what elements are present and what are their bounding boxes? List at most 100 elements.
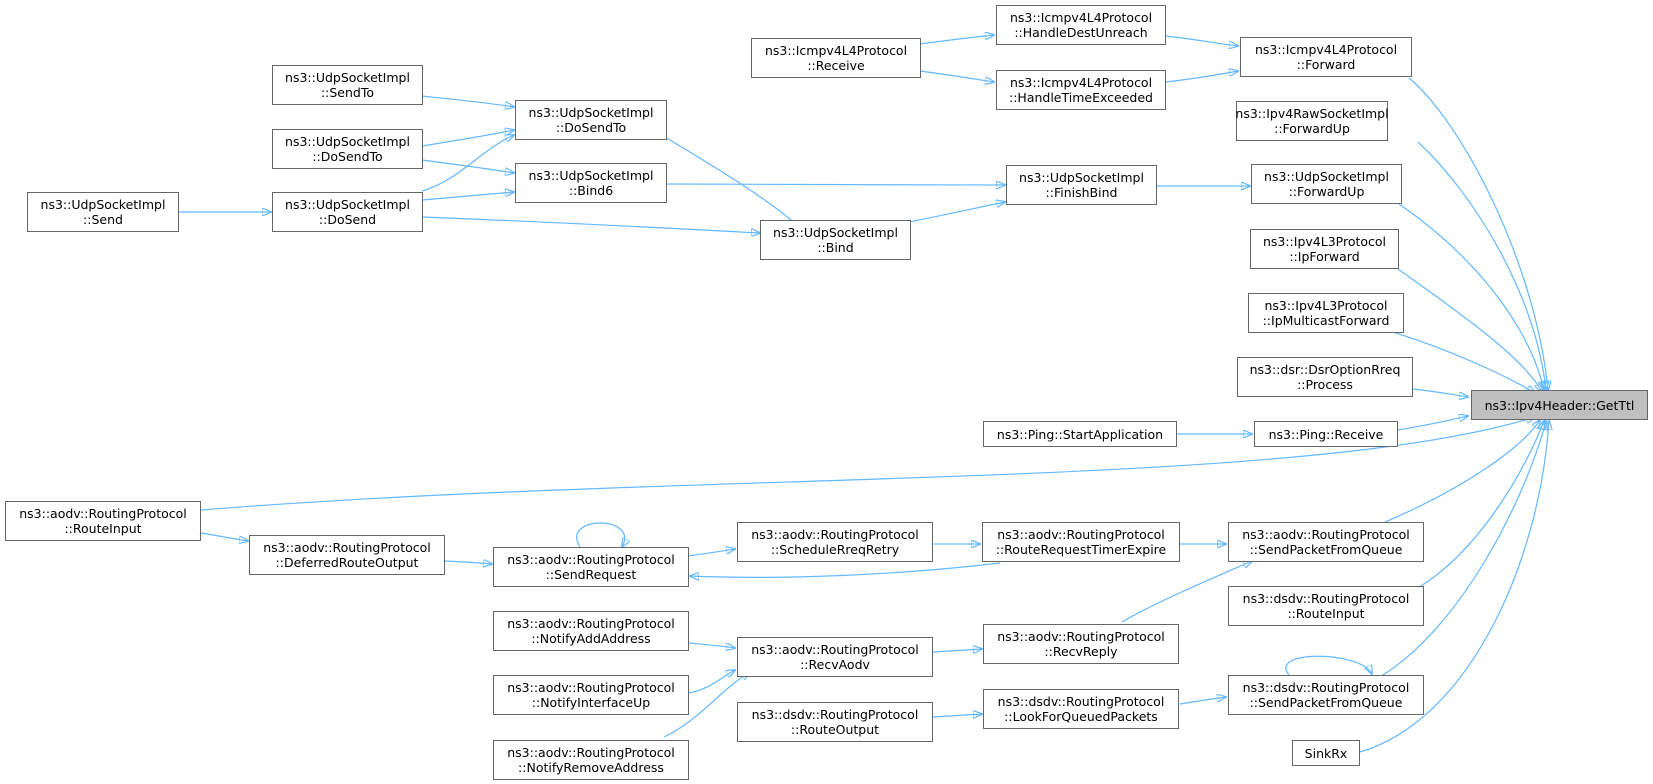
- node-label: ns3::dsr::DsrOptionRreq: [1249, 362, 1401, 377]
- node-label: SinkRx: [1304, 745, 1348, 761]
- node-dsdv-lookforqueuedpackets[interactable]: ns3::dsdv::RoutingProtocol ::LookForQueu…: [983, 689, 1179, 729]
- node-label: ns3::Ping::StartApplication: [996, 426, 1164, 442]
- node-label: ::DeferredRouteOutput: [275, 555, 419, 570]
- node-label: ::Process: [1297, 377, 1353, 392]
- node-label: ns3::dsdv::RoutingProtocol: [1242, 680, 1410, 695]
- edge: [688, 642, 735, 648]
- edge: [659, 133, 805, 232]
- node-label: ::Receive: [807, 58, 865, 73]
- node-icmpv4-handledestunreach[interactable]: ns3::Icmpv4L4Protocol ::HandleDestUnreac…: [996, 5, 1166, 45]
- edge: [444, 561, 492, 564]
- node-aodv-routeinput[interactable]: ns3::aodv::RoutingProtocol ::RouteInput: [5, 501, 201, 541]
- node-aodv-notifyinterfaceup[interactable]: ns3::aodv::RoutingProtocol ::NotifyInter…: [493, 675, 689, 715]
- node-ping-startapplication[interactable]: ns3::Ping::StartApplication: [983, 421, 1177, 447]
- node-label: ns3::Icmpv4L4Protocol: [764, 43, 908, 58]
- node-udpsocketimpl-dosend[interactable]: ns3::UdpSocketImpl ::DoSend: [272, 192, 423, 232]
- node-label: ::FinishBind: [1045, 185, 1118, 200]
- node-udpsocketimpl-send[interactable]: ns3::UdpSocketImpl ::Send: [27, 192, 179, 232]
- node-label: ns3::aodv::RoutingProtocol: [507, 680, 675, 695]
- node-label: ns3::UdpSocketImpl: [285, 70, 410, 85]
- edge: [919, 70, 994, 82]
- node-aodv-notifyaddaddress[interactable]: ns3::aodv::RoutingProtocol ::NotifyAddAd…: [493, 611, 689, 651]
- node-aodv-notifyremoveaddress[interactable]: ns3::aodv::RoutingProtocol ::NotifyRemov…: [493, 740, 689, 780]
- node-icmpv4-forward[interactable]: ns3::Icmpv4L4Protocol ::Forward: [1240, 37, 1412, 77]
- node-aodv-routerequesttimerexpire[interactable]: ns3::aodv::RoutingProtocol ::RouteReques…: [982, 522, 1180, 562]
- edge: [421, 95, 514, 107]
- node-dsdv-routeoutput[interactable]: ns3::dsdv::RoutingProtocol ::RouteOutput: [737, 702, 933, 742]
- node-ping-receive[interactable]: ns3::Ping::Receive: [1254, 421, 1398, 447]
- edge: [421, 135, 514, 192]
- node-udpsocketimpl-forwardup[interactable]: ns3::UdpSocketImpl ::ForwardUp: [1251, 164, 1402, 204]
- node-label: ::NotifyInterfaceUp: [531, 695, 651, 710]
- edge: [666, 184, 1005, 185]
- node-label: ns3::Icmpv4L4Protocol: [1009, 10, 1153, 25]
- node-label: ::RouteRequestTimerExpire: [995, 542, 1167, 557]
- node-label: ns3::UdpSocketImpl: [1264, 169, 1389, 184]
- node-label: ::Bind6: [568, 183, 614, 198]
- node-label: ::RouteInput: [64, 521, 142, 536]
- node-label: ::RecvAodv: [800, 657, 870, 672]
- node-label: ns3::Ipv4L3Protocol: [1264, 298, 1388, 313]
- node-aodv-schedulerreqretry[interactable]: ns3::aodv::RoutingProtocol ::ScheduleRre…: [737, 522, 933, 562]
- node-label: ::ForwardUp: [1274, 121, 1350, 136]
- node-label: ns3::aodv::RoutingProtocol: [263, 540, 431, 555]
- node-label: ns3::Ipv4RawSocketImpl: [1235, 106, 1389, 121]
- node-label: ns3::UdpSocketImpl: [40, 197, 166, 212]
- node-label: ::Forward: [1296, 57, 1356, 72]
- node-udpsocketimpl-dosendto[interactable]: ns3::UdpSocketImpl ::DoSendTo: [515, 100, 667, 140]
- node-label: ::Bind: [817, 240, 854, 255]
- node-label: ns3::dsdv::RoutingProtocol: [751, 707, 919, 722]
- node-ipv4l3protocol-ipforward[interactable]: ns3::Ipv4L3Protocol ::IpForward: [1250, 229, 1399, 269]
- node-label: ::HandleDestUnreach: [1014, 25, 1148, 40]
- node-label: ns3::aodv::RoutingProtocol: [1242, 527, 1410, 542]
- node-aodv-deferredrouteoutput[interactable]: ns3::aodv::RoutingProtocol ::DeferredRou…: [249, 535, 445, 575]
- node-aodv-sendpacketfromqueue[interactable]: ns3::aodv::RoutingProtocol ::SendPacketF…: [1228, 522, 1424, 562]
- node-ipv4rawsocketimpl-forwardup[interactable]: ns3::Ipv4RawSocketImpl ::ForwardUp: [1235, 101, 1389, 141]
- node-dsroptionrreq-process[interactable]: ns3::dsr::DsrOptionRreq ::Process: [1237, 357, 1413, 397]
- node-udpsocketimpl-bind[interactable]: ns3::UdpSocketImpl ::Bind: [760, 220, 911, 260]
- node-label: ns3::Ping::Receive: [1268, 426, 1384, 442]
- node-label: ::RouteInput: [1287, 606, 1365, 621]
- edge: [200, 532, 248, 541]
- edge: [690, 562, 1001, 577]
- node-label: ns3::UdpSocketImpl: [1019, 170, 1144, 185]
- node-label: ns3::dsdv::RoutingProtocol: [1242, 591, 1410, 606]
- node-udpsocketimpl-dosendto-overload[interactable]: ns3::UdpSocketImpl ::DoSendTo: [272, 129, 423, 169]
- node-label: ::ScheduleRreqRetry: [770, 542, 900, 557]
- edge: [1377, 421, 1546, 679]
- node-label: ns3::Icmpv4L4Protocol: [1009, 75, 1153, 90]
- edge: [687, 549, 735, 557]
- edge: [663, 672, 750, 738]
- node-udpsocketimpl-bind6[interactable]: ns3::UdpSocketImpl ::Bind6: [515, 163, 667, 203]
- edge: [1392, 331, 1535, 393]
- edge: [421, 130, 514, 147]
- node-dsdv-routeinput[interactable]: ns3::dsdv::RoutingProtocol ::RouteInput: [1228, 586, 1424, 626]
- node-label: ns3::aodv::RoutingProtocol: [507, 552, 675, 567]
- node-label: ns3::dsdv::RoutingProtocol: [997, 694, 1165, 709]
- node-label: ns3::UdpSocketImpl: [285, 197, 410, 212]
- node-icmpv4-handletimeexceeded[interactable]: ns3::Icmpv4L4Protocol ::HandleTimeExceed…: [996, 70, 1166, 110]
- edge: [1398, 203, 1544, 390]
- node-dsdv-sendpacketfromqueue[interactable]: ns3::dsdv::RoutingProtocol ::SendPacketF…: [1228, 675, 1424, 715]
- node-label: ns3::aodv::RoutingProtocol: [997, 629, 1165, 644]
- edge: [421, 192, 514, 201]
- edge: [1359, 421, 1549, 753]
- node-ipv4l3protocol-ipmulticastforward[interactable]: ns3::Ipv4L3Protocol ::IpMulticastForward: [1248, 293, 1404, 333]
- node-aodv-recvreply[interactable]: ns3::aodv::RoutingProtocol ::RecvReply: [983, 624, 1179, 664]
- node-label: ns3::Ipv4L3Protocol: [1262, 234, 1387, 249]
- node-icmpv4-receive[interactable]: ns3::Icmpv4L4Protocol ::Receive: [751, 38, 921, 78]
- node-aodv-recvaodv[interactable]: ns3::aodv::RoutingProtocol ::RecvAodv: [737, 637, 933, 677]
- node-udpsocketimpl-sendto[interactable]: ns3::UdpSocketImpl ::SendTo: [272, 65, 423, 105]
- node-label: ::SendRequest: [545, 567, 637, 582]
- node-udpsocketimpl-finishbind[interactable]: ns3::UdpSocketImpl ::FinishBind: [1006, 165, 1157, 205]
- node-aodv-sendrequest[interactable]: ns3::aodv::RoutingProtocol ::SendRequest: [493, 547, 689, 587]
- node-label: ::RecvReply: [1044, 644, 1118, 659]
- node-label: ns3::aodv::RoutingProtocol: [751, 527, 919, 542]
- node-label: ::SendTo: [320, 85, 375, 100]
- node-sinkrx[interactable]: SinkRx: [1292, 740, 1360, 766]
- node-label: ns3::aodv::RoutingProtocol: [997, 527, 1165, 542]
- node-label: ::Send: [83, 212, 123, 227]
- edge: [1408, 77, 1548, 390]
- node-label: ::IpMulticastForward: [1262, 313, 1390, 328]
